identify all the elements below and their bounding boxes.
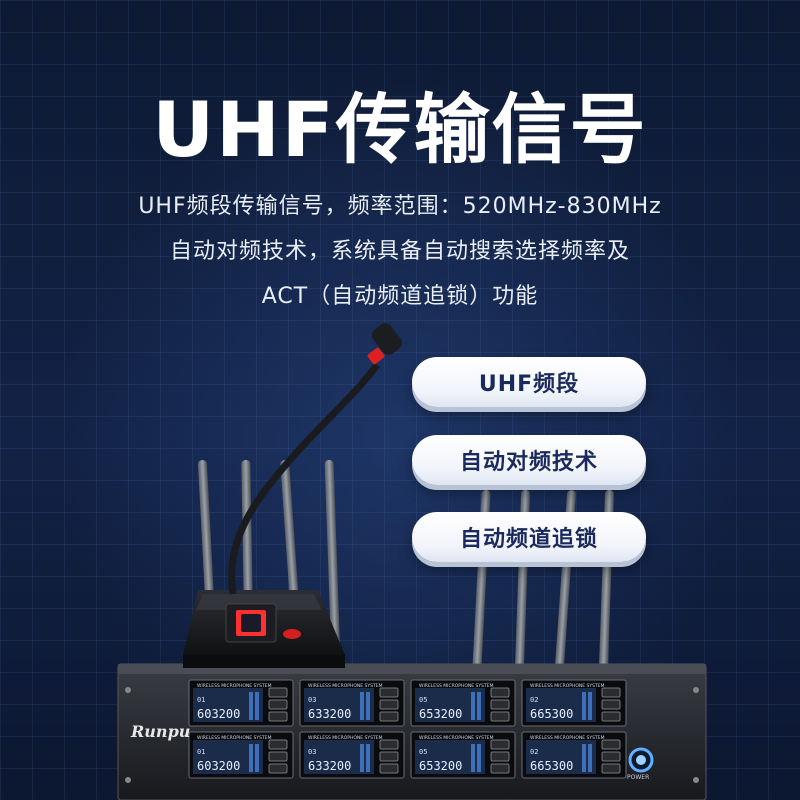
channel-frequency: 653200	[419, 759, 462, 773]
panel-button[interactable]	[490, 699, 510, 710]
panel-header-text: WIRELESS MICROPHONE SYSTEM	[530, 735, 605, 741]
panel-button[interactable]	[601, 699, 621, 710]
channel-frequency: 665300	[530, 707, 573, 721]
panel-header-text: WIRELESS MICROPHONE SYSTEM	[197, 683, 272, 689]
channel-frequency: 633200	[308, 707, 351, 721]
brand-logo: Runpu	[131, 722, 191, 741]
channel-frequency: 665300	[530, 759, 573, 773]
panel-header-text: WIRELESS MICROPHONE SYSTEM	[419, 735, 494, 741]
channel-group: 05	[419, 696, 427, 704]
panel-button[interactable]	[268, 739, 288, 750]
level-meter	[255, 744, 259, 772]
panel-button[interactable]	[268, 711, 288, 722]
panel-header-text: WIRELESS MICROPHONE SYSTEM	[419, 683, 494, 689]
description-line-3: ACT（自动频道追锁）功能	[261, 284, 539, 309]
panel-button[interactable]	[379, 711, 399, 722]
panel-button[interactable]	[601, 687, 621, 698]
feature-pill-uhf-band: UHF频段	[412, 357, 646, 407]
channel-group: 02	[530, 696, 538, 704]
level-meter	[255, 692, 259, 720]
level-meter	[471, 692, 475, 720]
level-meter	[588, 744, 592, 772]
level-meter	[471, 744, 475, 772]
page-title: UHF传输信号	[152, 85, 648, 174]
channel-group: 03	[308, 696, 316, 704]
panel-button[interactable]	[379, 751, 399, 762]
level-meter	[588, 692, 592, 720]
conference-mic	[183, 323, 403, 668]
panel-button[interactable]	[268, 763, 288, 774]
panel-button[interactable]	[601, 711, 621, 722]
level-meter	[360, 692, 364, 720]
channel-frequency: 603200	[197, 759, 240, 773]
panel-button[interactable]	[379, 699, 399, 710]
panel-button[interactable]	[601, 751, 621, 762]
panel-button[interactable]	[379, 763, 399, 774]
receiver-rack: WIRELESS MICROPHONE SYSTEM01603200WIRELE…	[117, 663, 707, 800]
channel-group: 01	[197, 696, 205, 704]
panel-button[interactable]	[490, 751, 510, 762]
channel-group: 05	[419, 748, 427, 756]
panel-button[interactable]	[490, 711, 510, 722]
level-meter	[366, 692, 370, 720]
feature-pill-auto-channel-lock: 自动频道追锁	[412, 512, 646, 562]
panel-button[interactable]	[268, 699, 288, 710]
panel-button[interactable]	[601, 763, 621, 774]
panel-header-text: WIRELESS MICROPHONE SYSTEM	[308, 735, 383, 741]
panel-button[interactable]	[268, 687, 288, 698]
panel-header-text: WIRELESS MICROPHONE SYSTEM	[308, 683, 383, 689]
level-meter	[360, 744, 364, 772]
level-meter	[249, 692, 253, 720]
level-meter	[477, 744, 481, 772]
level-meter	[249, 744, 253, 772]
level-meter	[477, 692, 481, 720]
description-line-1: UHF频段传输信号，频率范围：520MHz-830MHz	[138, 194, 662, 219]
panel-button[interactable]	[379, 687, 399, 698]
level-meter	[582, 692, 586, 720]
channel-frequency: 603200	[197, 707, 240, 721]
channel-frequency: 633200	[308, 759, 351, 773]
panel-button[interactable]	[490, 739, 510, 750]
channel-group: 03	[308, 748, 316, 756]
panel-header-text: WIRELESS MICROPHONE SYSTEM	[197, 735, 272, 741]
description-line-2: 自动对频技术，系统具备自动搜索选择频率及	[169, 239, 630, 264]
panel-header-text: WIRELESS MICROPHONE SYSTEM	[530, 683, 605, 689]
feature-pill-auto-pairing: 自动对频技术	[412, 435, 646, 485]
level-meter	[582, 744, 586, 772]
channel-frequency: 653200	[419, 707, 462, 721]
panel-button[interactable]	[601, 739, 621, 750]
channel-group: 01	[197, 748, 205, 756]
channel-group: 02	[530, 748, 538, 756]
level-meter	[366, 744, 370, 772]
power-label: POWER	[627, 774, 650, 781]
panel-button[interactable]	[490, 687, 510, 698]
panel-button[interactable]	[490, 763, 510, 774]
panel-button[interactable]	[268, 751, 288, 762]
panel-button[interactable]	[379, 739, 399, 750]
